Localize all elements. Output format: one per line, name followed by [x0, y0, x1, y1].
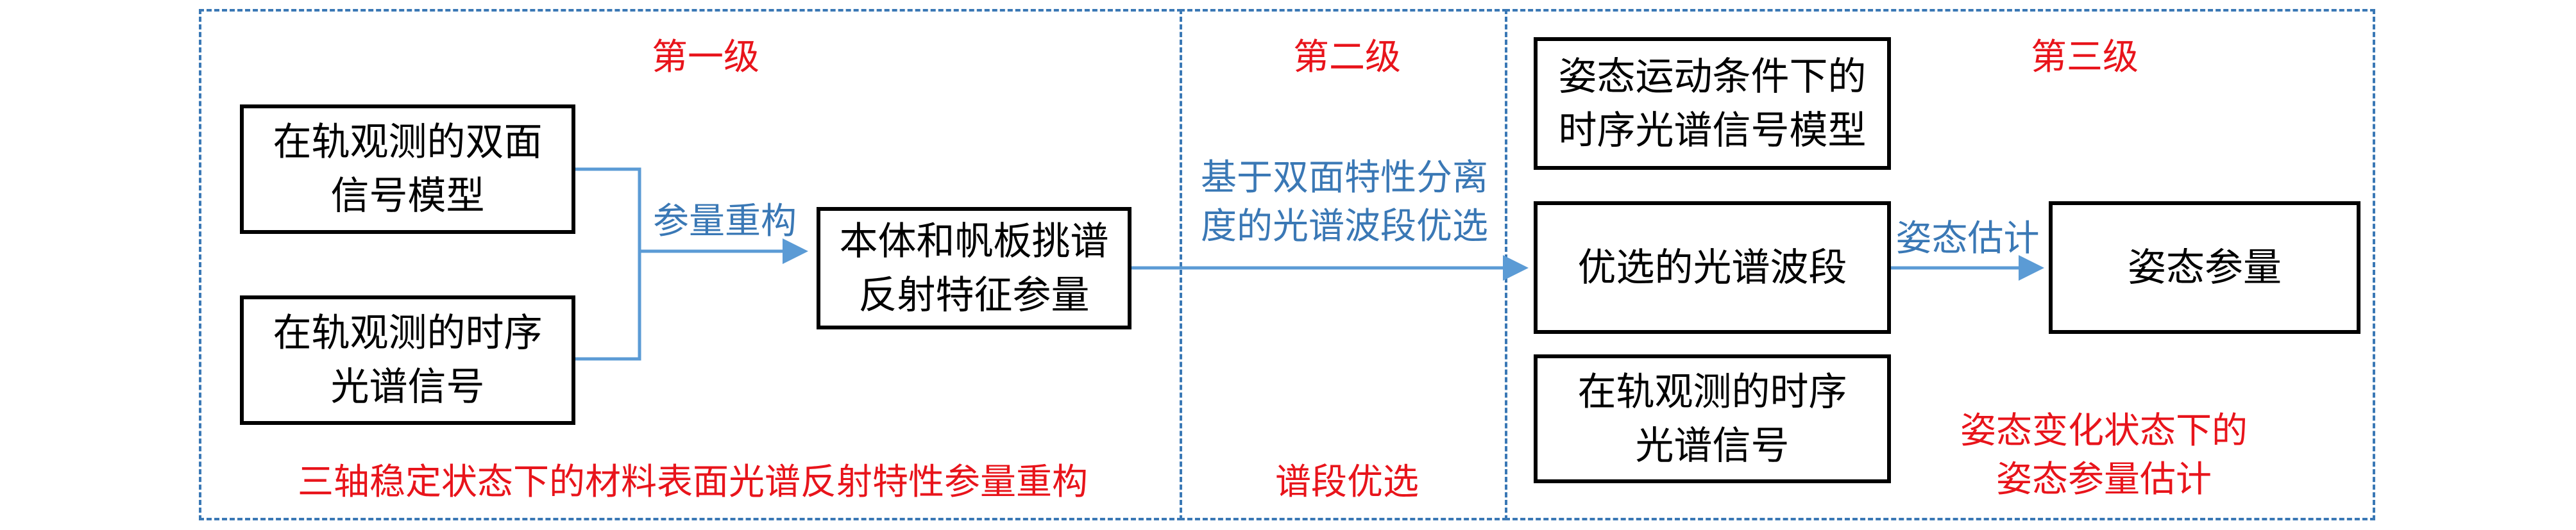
stage3-title: 第三级 [2031, 37, 2139, 78]
band-selection-label: 基于双面特性分离 度的光谱波段优选 [1201, 157, 1488, 247]
stage2-footer: 谱段优选 [1275, 461, 1419, 503]
attitude-estimate-label: 姿态估计 [1895, 218, 2040, 260]
optimal-bands-box: 优选的光谱波段 [1534, 201, 1891, 334]
dual-signal-model-box: 在轨观测的双面 信号模型 [240, 104, 575, 234]
stage1-title: 第一级 [652, 37, 759, 78]
stage2-title: 第二级 [1293, 37, 1401, 78]
time-series-signal-box-2: 在轨观测的时序 光谱信号 [1534, 354, 1891, 483]
motion-model-box: 姿态运动条件下的 时序光谱信号模型 [1534, 37, 1891, 170]
reflection-feature-box: 本体和帆板挑谱 反射特征参量 [817, 207, 1131, 329]
stage3-footer: 姿态变化状态下的 姿态参量估计 [1960, 410, 2248, 501]
attitude-params-box: 姿态参量 [2049, 201, 2360, 334]
reconstruct-label: 参量重构 [653, 201, 797, 242]
stage1-footer: 三轴稳定状态下的材料表面光谱反射特性参量重构 [298, 461, 1088, 503]
merge-connector [575, 167, 641, 361]
time-series-signal-box: 在轨观测的时序 光谱信号 [240, 295, 575, 425]
